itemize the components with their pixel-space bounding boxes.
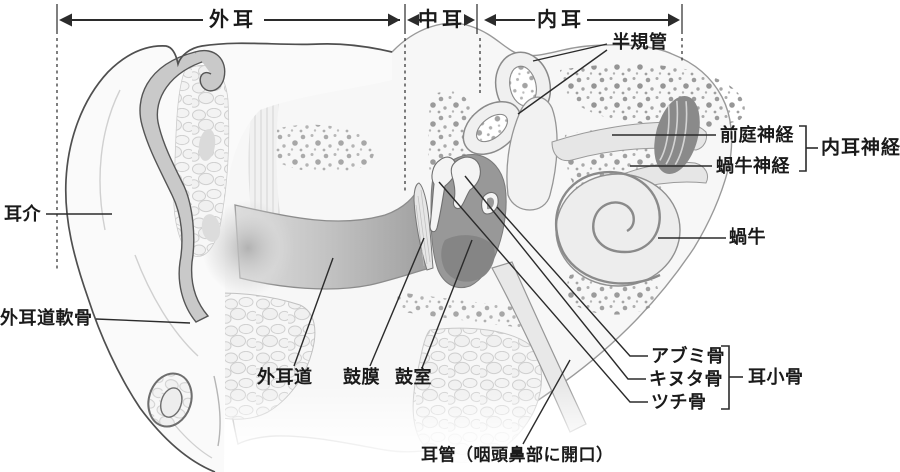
canal-cartilage-ring (147, 372, 193, 428)
semicircular-canal-lateral (462, 101, 522, 155)
label-cochlea: 蝸牛 (729, 227, 766, 247)
region-arrowheads (59, 13, 680, 27)
label-semicircular-canals: 半規管 (612, 32, 668, 52)
tympanic-cavity-deep (441, 235, 495, 282)
label-cochlear-nerve: 蝸牛神経 (716, 156, 790, 176)
eardrum-striation (415, 189, 431, 267)
label-vestibular-nerve: 前庭神経 (720, 125, 794, 145)
bottom-fade (224, 385, 784, 472)
label-malleus: ツチ骨 (651, 392, 707, 412)
label-eardrum: 鼓膜 (343, 367, 380, 387)
helix-curl (194, 49, 226, 92)
incus-shape (450, 156, 481, 210)
leader-lines (46, 43, 726, 445)
label-tympanic-cavity: 鼓室 (395, 367, 432, 387)
label-vestibulocochlear-nerve: 内耳神経 (821, 137, 900, 159)
pinna (64, 42, 393, 472)
region-label-outer-ear: 外耳 (209, 9, 257, 31)
vestibule-shape (506, 96, 558, 211)
cartilage-spot (201, 214, 221, 242)
label-stapes: アブミ骨 (651, 346, 725, 366)
cartilage-spot (198, 129, 216, 161)
label-ear-canal: 外耳道 (257, 367, 313, 387)
pinna-outline (64, 42, 393, 472)
region-label-inner-ear: 内耳 (537, 9, 585, 31)
label-ear-canal-cartilage: 外耳道軟骨 (0, 308, 93, 328)
bone-stipple-canal-floor (394, 292, 532, 328)
brackets (721, 125, 818, 410)
antihelix-lines (99, 89, 199, 357)
label-ossicles: 耳小骨 (748, 367, 804, 387)
cochlea-shape (555, 171, 681, 287)
skin-line-below-lobe (213, 375, 221, 447)
inner-ear (462, 51, 709, 287)
bone-stipple-upper-left (267, 124, 375, 173)
label-incus: キヌタ骨 (649, 369, 723, 389)
region-boundaries (56, 4, 683, 270)
region-label-middle-ear: 中耳 (418, 9, 466, 31)
concha-shading (202, 200, 294, 296)
helix-fold (139, 51, 210, 323)
label-auricle: 耳介 (4, 204, 41, 224)
cochlea-spiral (555, 171, 661, 285)
label-eustachian-tube: 耳管（咽頭鼻部に開口） (421, 445, 614, 465)
